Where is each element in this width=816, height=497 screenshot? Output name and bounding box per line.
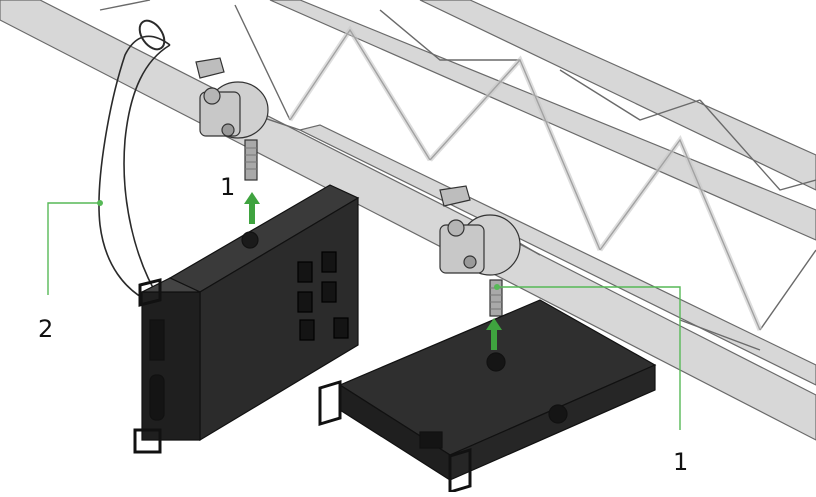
up-arrow-icon — [244, 192, 260, 224]
leader-lines — [47, 200, 681, 430]
amplifier-unit-horizontal — [318, 299, 657, 495]
truss-bottom-chord — [298, 124, 816, 386]
safety-cable — [98, 19, 171, 303]
upper-clamp — [195, 57, 269, 181]
lower-clamp — [439, 185, 521, 317]
callout-label-2: 2 — [38, 315, 54, 343]
truss-braces-fill — [287, 25, 763, 331]
callout-label-1-top: 1 — [220, 173, 236, 201]
leader-line-1b — [497, 286, 681, 430]
truss-back-chord — [419, 0, 816, 191]
up-arrow-icon — [486, 318, 502, 350]
callout-label-1-bottom: 1 — [673, 448, 689, 476]
amplifier-unit-vertical — [133, 184, 360, 454]
leader-line-2 — [47, 202, 100, 295]
